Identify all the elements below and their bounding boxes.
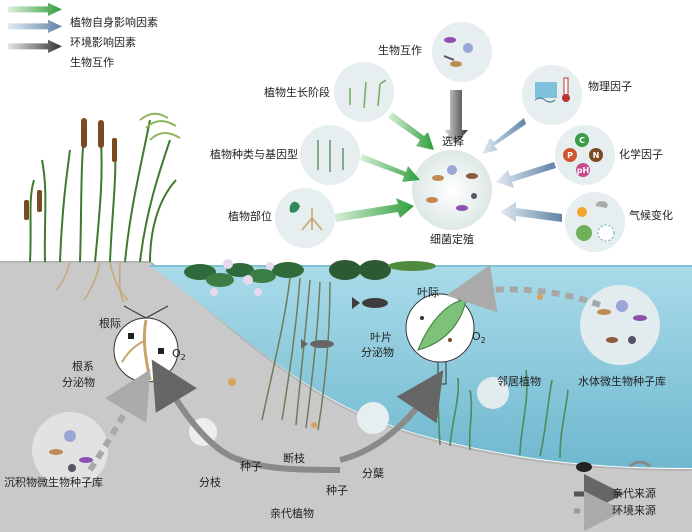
legend-arrow-environment xyxy=(8,19,62,33)
legend-label-environmental: 环境来源 xyxy=(612,504,656,517)
root-exudate-label-1: 根系 xyxy=(72,360,94,373)
legend-bottom-arrows xyxy=(574,474,624,531)
colonization-circle xyxy=(412,150,492,230)
phyllosphere-label: 叶际 xyxy=(417,286,439,299)
tiller-label: 分枝 xyxy=(199,476,221,489)
source-arrows xyxy=(87,264,602,473)
o2-leaf-label: O2 xyxy=(472,330,486,346)
species-icon xyxy=(317,140,344,172)
physical-icon xyxy=(534,77,570,103)
crab xyxy=(576,462,592,472)
water-pool-icons xyxy=(597,300,647,344)
chem-c: C xyxy=(579,136,585,145)
floating-plants xyxy=(184,259,436,296)
legend-arrow-interaction xyxy=(8,39,62,53)
bio-interaction-circle xyxy=(432,22,492,82)
selection-label: 选择 xyxy=(442,135,464,148)
fish xyxy=(301,297,388,349)
root-exudate-label-2: 分泌物 xyxy=(62,376,95,389)
species-genotype-label: 植物种类与基因型 xyxy=(210,148,298,161)
chem-p: P xyxy=(567,151,573,160)
parent-plant-label: 亲代植物 xyxy=(270,507,314,520)
chem-n: N xyxy=(592,151,600,160)
legend-arrows xyxy=(8,2,62,53)
legend-label-plant: 植物自身影响因素 xyxy=(70,16,158,29)
physical-label: 物理因子 xyxy=(588,80,632,93)
climate-label: 气候变化 xyxy=(629,209,673,222)
o2-root-label: O2 xyxy=(172,347,186,363)
chemical-icons xyxy=(563,133,603,177)
shrimp xyxy=(629,460,651,468)
submerged-plants xyxy=(261,277,331,431)
roots xyxy=(55,261,129,303)
sediment-pool-label: 沉积物微生物种子库 xyxy=(4,476,103,489)
bio-interaction-label: 生物互作 xyxy=(378,44,422,57)
factor-arrows xyxy=(334,90,562,222)
water-pool-label: 水体微生物种子库 xyxy=(578,375,666,388)
plant-part-icon xyxy=(289,201,323,231)
water-body xyxy=(150,266,692,468)
seed-label-2: 种子 xyxy=(326,484,348,497)
leaf-exudate-label-1: 叶片 xyxy=(370,331,392,344)
broken-branch-label: 断枝 xyxy=(283,452,305,465)
neighbor-circle xyxy=(477,377,509,409)
plant-part-label: 植物部位 xyxy=(228,210,272,223)
neighbor-plants-label: 邻居植物 xyxy=(497,375,541,388)
legend-label-environment: 环境影响因素 xyxy=(70,36,136,49)
tillering-label: 分蘖 xyxy=(362,467,384,480)
plant-part-circle xyxy=(275,188,335,248)
seed-label-1: 种子 xyxy=(240,460,262,473)
leaf-exudate-label-2: 分泌物 xyxy=(361,346,394,359)
growth-stage-label: 植物生长阶段 xyxy=(264,86,330,99)
cattail-heads xyxy=(24,118,117,220)
rhizoplane-label: 根际 xyxy=(99,317,121,330)
legend-label-parental: 亲代来源 xyxy=(612,487,656,500)
chem-ph: pH xyxy=(576,166,590,175)
growth-stage-icon xyxy=(349,79,387,109)
legend-label-interaction: 生物互作 xyxy=(70,56,114,69)
grass-panicles xyxy=(139,112,181,141)
legend-arrow-plant xyxy=(8,2,62,16)
sediment-pool-icons xyxy=(49,430,93,472)
bio-interaction-icon xyxy=(443,37,473,67)
climate-icons xyxy=(576,201,615,242)
sediment xyxy=(0,262,692,532)
growth-stage-circle xyxy=(334,62,394,122)
water-pool-circle xyxy=(580,285,660,365)
snails xyxy=(228,294,543,428)
climate-circle xyxy=(565,192,625,252)
colonization-label: 细菌定殖 xyxy=(430,233,474,246)
chemical-circle xyxy=(555,125,615,185)
chemical-label: 化学因子 xyxy=(619,148,663,161)
